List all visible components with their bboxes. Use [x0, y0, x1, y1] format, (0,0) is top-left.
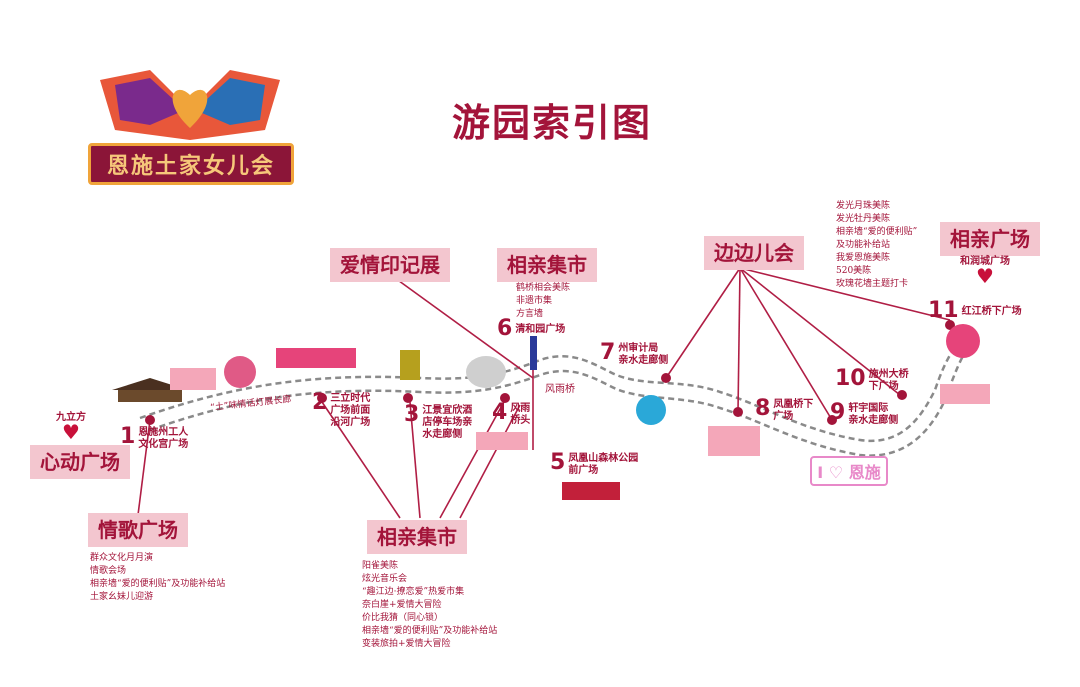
- stop-name: 江景宜欣酒 店停车场亲 水走廊侧: [422, 405, 473, 440]
- note-xiangqin-top: 鹤桥相会美陈 非遗市集 方言墙: [516, 283, 571, 319]
- stop-4[interactable]: 4 风雨 桥头: [492, 402, 530, 427]
- stop-number: 4: [492, 400, 508, 425]
- page-title: 游园索引图: [452, 101, 653, 145]
- stop-number: 3: [404, 402, 420, 427]
- label-xiangqin-square[interactable]: 相亲广场: [940, 222, 1040, 256]
- stop-number: 1: [120, 424, 136, 449]
- note-bianbian: 发光月珠美陈 发光牡丹美陈 相亲墙“爱的便利贴” 及功能补给站 我爱恩施美陈 5…: [836, 201, 918, 289]
- river-path: [139, 334, 966, 443]
- stop-10[interactable]: 10 施州大桥 下广场: [835, 368, 909, 393]
- stop-9[interactable]: 9 轩宇国际 亲水走廊侧: [830, 402, 898, 427]
- river-path-lower: [149, 344, 971, 457]
- stop-name: 清和园广场: [515, 324, 566, 335]
- stop-name: 州审计局 亲水走廊侧: [618, 343, 669, 366]
- note-xiangqin-bottom: 阳雀美陈 炫光音乐会 “趣江边·撩恋爱”热爱市集 奈白崖+爱情大冒险 价比我猜（…: [362, 561, 498, 649]
- stop-number: 9: [830, 400, 846, 425]
- stop-2[interactable]: 2 三立时代 广场前面 沿河广场: [312, 392, 370, 429]
- label-xiangqin-market-top[interactable]: 相亲集市: [497, 248, 597, 282]
- stop-name: 风雨 桥头: [510, 403, 531, 426]
- stop-name: 红江桥下广场: [961, 306, 1022, 317]
- heart-icon: ♥: [976, 264, 994, 288]
- stop-name: 轩宇国际 亲水走廊侧: [848, 403, 899, 426]
- stop-markers: [145, 320, 955, 425]
- stop-name: 凤凰桥下 广场: [773, 399, 814, 422]
- logo: 恩施土家女儿会: [88, 143, 294, 185]
- stop-3[interactable]: 3 江景宜欣酒 店停车场亲 水走廊侧: [404, 404, 472, 441]
- stop-number: 7: [600, 340, 616, 365]
- stop-5[interactable]: 5 凤凰山森林公园 前广场: [550, 452, 638, 477]
- scenery-decor: [112, 324, 990, 500]
- stop-number: 11: [928, 298, 959, 323]
- stop-8[interactable]: 8 凤凰桥下 广场: [755, 398, 813, 423]
- love-enshi-sign: I ♡ 恩施: [810, 456, 888, 486]
- logo-graphic: [100, 70, 280, 140]
- heart-icon: ♥: [62, 420, 80, 444]
- stop-6[interactable]: 6 清和园广场: [497, 318, 565, 340]
- stop-name: 三立时代 广场前面 沿河广场: [330, 393, 371, 428]
- note-qingge: 群众文化月月演 情歌会场 相亲墙“爱的便利贴”及功能补给站 土家幺妹儿迎游: [90, 553, 226, 602]
- label-aiqing-exhibit[interactable]: 爱情印记展: [330, 248, 450, 282]
- stop-7[interactable]: 7 州审计局 亲水走廊侧: [600, 342, 668, 367]
- label-bianbian-fair[interactable]: 边边儿会: [704, 236, 804, 270]
- jiulifang-label: 九立方: [56, 412, 86, 423]
- stop-name: 施州大桥 下广场: [868, 369, 909, 392]
- connector-lines: [137, 267, 951, 519]
- stop-name: 恩施州工人 文化宫广场: [138, 427, 189, 450]
- label-qingge-square[interactable]: 情歌广场: [88, 513, 188, 547]
- stop-11[interactable]: 11 红江桥下广场: [928, 300, 1022, 322]
- stop-number: 5: [550, 450, 566, 475]
- label-xindong-square[interactable]: 心动广场: [30, 445, 130, 479]
- herun-label: 和润城广场: [960, 256, 1010, 267]
- stop-number: 2: [312, 390, 328, 415]
- bridge-marker: [530, 336, 537, 370]
- stop-number: 10: [835, 366, 866, 391]
- fengyuqiao-label: 风雨桥: [545, 384, 575, 395]
- label-xiangqin-market-bottom[interactable]: 相亲集市: [367, 520, 467, 554]
- stop-number: 8: [755, 396, 771, 421]
- stop-name: 凤凰山森林公园 前广场: [568, 453, 639, 476]
- stop-number: 6: [497, 316, 513, 341]
- stop-1[interactable]: 1 恩施州工人 文化宫广场: [120, 426, 188, 451]
